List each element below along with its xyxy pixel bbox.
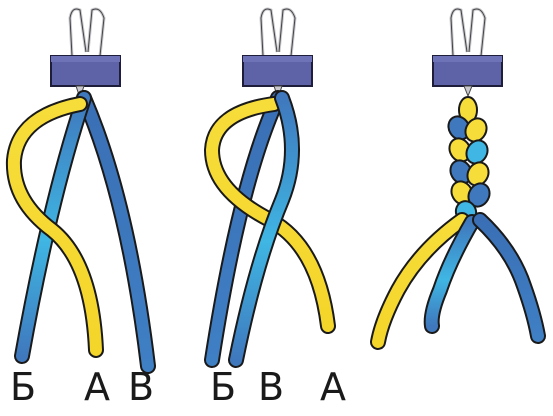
panel-step-1 [14,9,148,366]
binder-clip-icon [433,9,502,96]
label-step1-b: Б [10,368,36,406]
panel-step-2 [212,9,328,360]
binder-clip-icon [51,9,120,98]
binder-clip-icon [243,9,312,98]
label-step2-v: В [258,368,284,406]
braid [444,97,493,226]
label-step2-b: Б [210,368,236,406]
label-step2-a: А [320,368,346,406]
label-step1-v: В [128,368,154,406]
label-step1-a: А [84,368,110,406]
panel-step-3 [378,9,538,342]
